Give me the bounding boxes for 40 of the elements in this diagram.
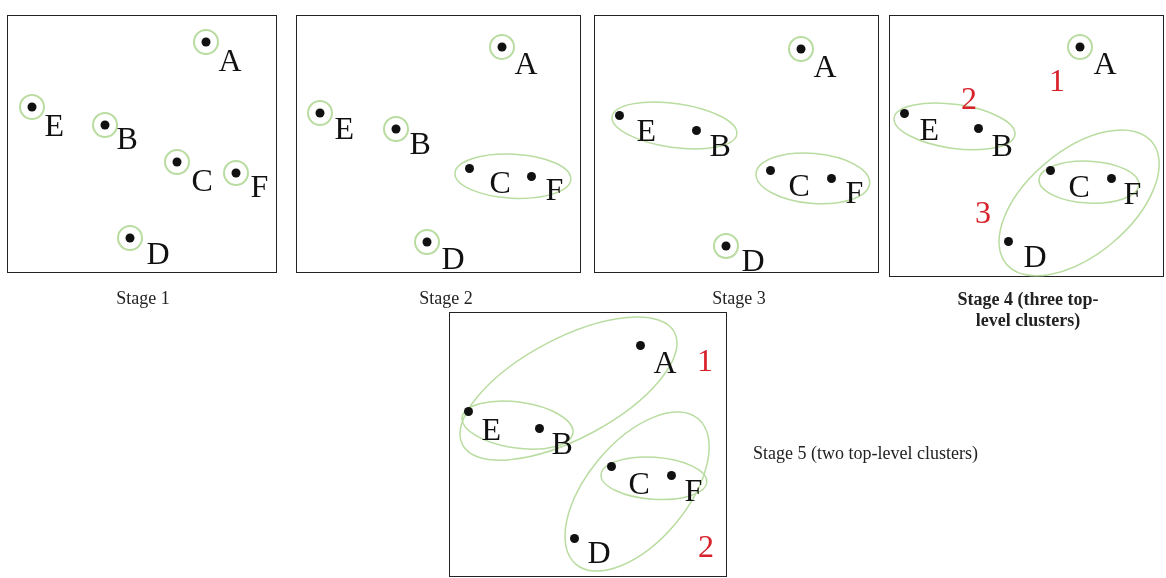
cluster-number: 1 [697, 344, 713, 376]
point-label: C [1068, 170, 1090, 203]
cluster-number: 1 [1049, 64, 1065, 96]
point-label: D [587, 536, 611, 569]
point-label: A [653, 346, 677, 379]
point-label: B [116, 121, 138, 154]
panel-caption: Stage 5 (two top-level clusters) [753, 443, 978, 464]
point-label: F [1123, 177, 1142, 210]
point-label: F [684, 474, 703, 507]
point-label: D [146, 236, 170, 269]
point-label: E [44, 108, 65, 141]
point-label: B [409, 126, 431, 159]
point-label: E [636, 114, 657, 147]
point-label: A [514, 46, 538, 79]
cluster-number: 2 [698, 530, 714, 562]
point-label: A [218, 43, 242, 76]
point-label: E [334, 111, 355, 144]
point-label: B [551, 427, 573, 460]
point-label: C [788, 169, 810, 202]
panel-caption: Stage 4 (three top-level clusters) [956, 289, 1100, 331]
point-label: E [919, 113, 940, 146]
cluster-number: 2 [961, 82, 977, 114]
panel-caption: Stage 2 [419, 288, 473, 309]
point-label: B [991, 129, 1013, 162]
point-label: D [741, 243, 765, 276]
point-label: C [191, 163, 213, 196]
point-label: E [481, 413, 502, 446]
point-label: F [250, 169, 269, 202]
point-label: B [709, 129, 731, 162]
point-label: A [1093, 46, 1117, 79]
cluster-number: 3 [975, 196, 991, 228]
point-label: D [1023, 240, 1047, 273]
point-label: F [545, 173, 564, 206]
panel-caption: Stage 3 [712, 288, 766, 309]
point-label: C [489, 166, 511, 199]
point-label: F [845, 176, 864, 209]
point-label: D [441, 241, 465, 274]
point-label: A [813, 49, 837, 82]
point-label: C [628, 467, 650, 500]
panel-caption: Stage 1 [116, 288, 170, 309]
